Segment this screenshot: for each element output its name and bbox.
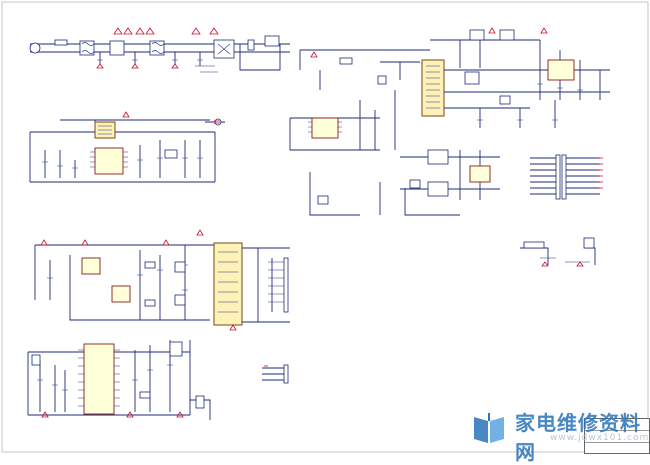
optocoupler-1 [427,149,449,165]
watermark: 家电维修资料网 www.jdwx101.com [470,405,650,464]
aux-connector-block [262,364,289,384]
llc-converter-block [34,229,290,331]
pwm-controller-ic [94,147,124,175]
connector-left [555,154,561,200]
sheet-border [1,1,649,453]
ac-input-filter-block [29,27,290,73]
backlight-driver-ic [83,343,115,415]
output-connector-block [520,154,603,267]
llc-output-connector [283,257,289,313]
title-block [584,418,650,454]
main-pwm-ic [311,117,339,139]
main-transformer [421,59,445,117]
standby-pwm-block [29,111,225,183]
title-block-row [585,419,649,431]
watermark-url: www.jdwx101.com [550,433,650,443]
connector-right [561,154,567,200]
main-power-block [289,27,610,216]
title-block-row [585,431,649,443]
book-logo-icon [474,413,504,443]
optocoupler-2 [427,181,449,197]
ac-plug-icon [29,42,41,54]
llc-transformer [213,242,243,326]
backlight-driver-block [27,340,211,420]
schematic-sheet [1,1,649,453]
